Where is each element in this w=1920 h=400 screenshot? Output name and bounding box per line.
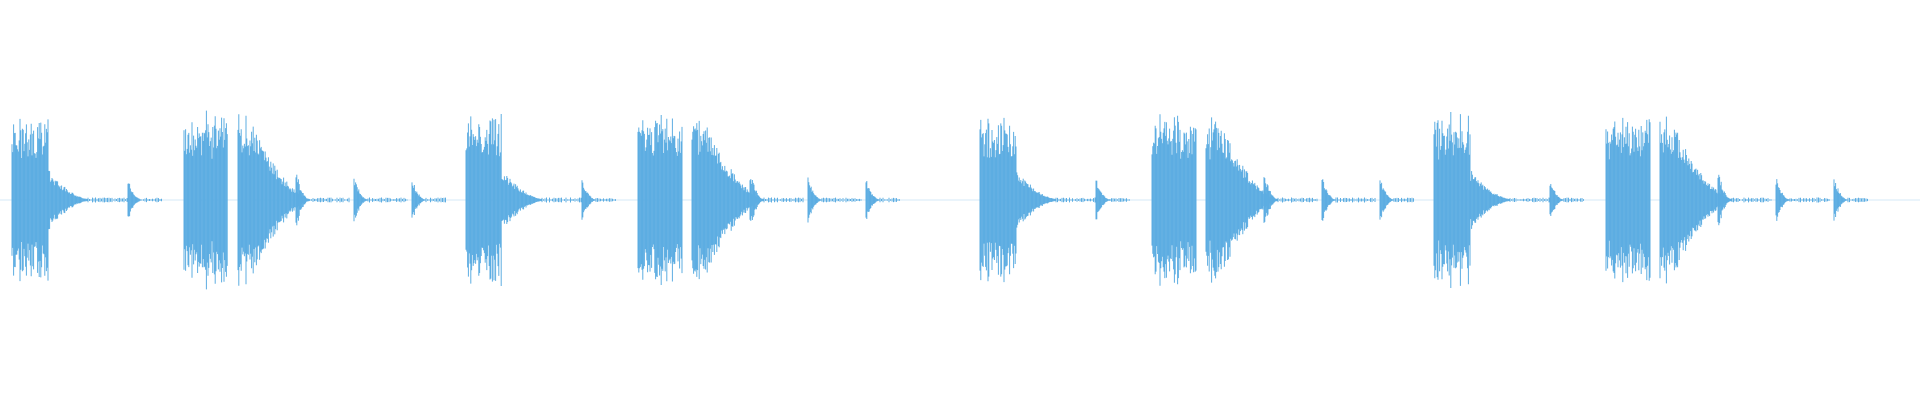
waveform-strokes: [11, 110, 1868, 290]
